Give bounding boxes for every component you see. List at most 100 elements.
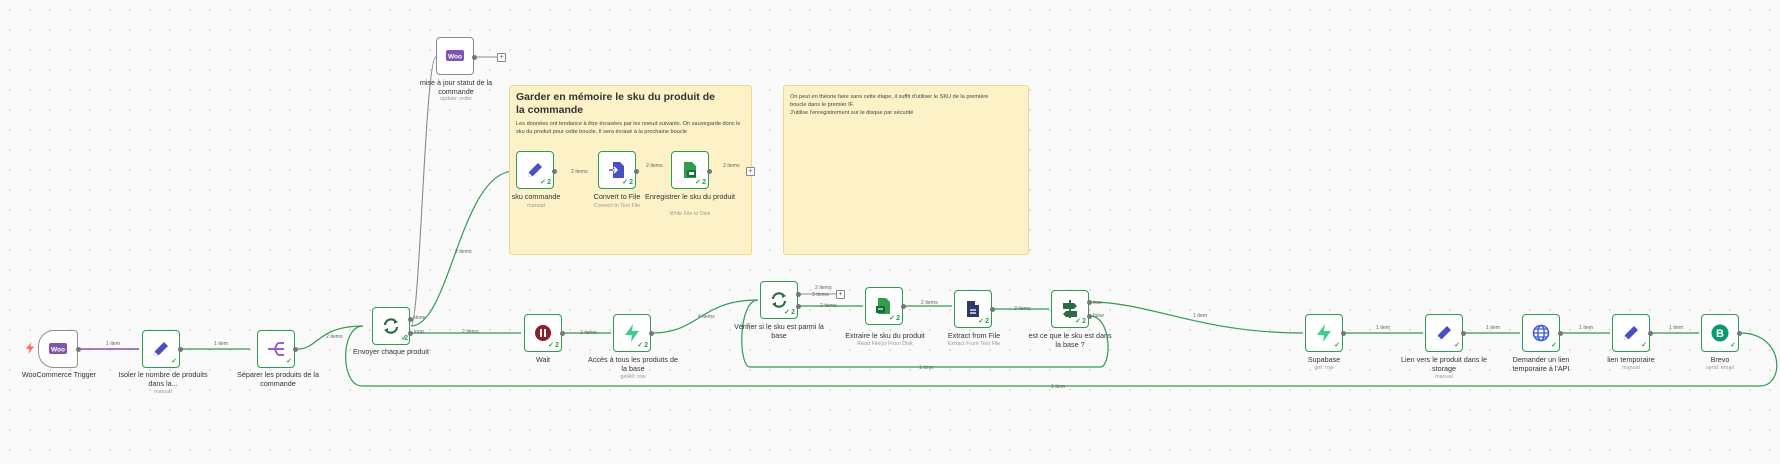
output-port-false[interactable]	[1087, 314, 1092, 319]
node-lien-produit[interactable]: ✓	[1425, 314, 1463, 352]
output-port-done[interactable]	[408, 317, 413, 322]
svg-text:Woo: Woo	[51, 347, 65, 354]
node-convert[interactable]: ✓ 2	[598, 151, 636, 189]
success-check-icon: ✓	[171, 358, 177, 365]
output-port[interactable]	[560, 331, 565, 336]
split-icon	[266, 339, 286, 359]
item-count: 2	[1082, 318, 1086, 325]
item-count: 2	[896, 315, 900, 322]
success-check-icon: ✓	[637, 342, 643, 349]
node-verifier[interactable]: ✓ 2	[760, 281, 798, 319]
add-node-button[interactable]: +	[497, 53, 506, 62]
add-node-button[interactable]: +	[746, 167, 755, 176]
node-subtitle: send: email	[1706, 365, 1734, 371]
read-file-icon	[874, 296, 894, 316]
edge-label: 1 item	[1669, 325, 1684, 331]
edge-label: 2 items	[326, 334, 343, 340]
output-port[interactable]	[293, 347, 298, 352]
pencil-icon	[525, 160, 545, 180]
loop-icon	[381, 316, 401, 336]
node-acces[interactable]: ✓ 2	[613, 314, 651, 352]
output-port-true[interactable]	[1087, 300, 1092, 305]
port-label-done: done	[414, 315, 426, 321]
woocommerce-icon: Woo	[445, 46, 465, 66]
node-demander[interactable]: ✓	[1522, 314, 1560, 352]
node-brevo[interactable]: B ✓	[1701, 314, 1739, 352]
output-port[interactable]	[634, 169, 639, 174]
loop-icon	[769, 290, 789, 310]
brevo-icon: B	[1710, 323, 1730, 343]
item-count: 2	[791, 309, 795, 316]
node-label: mise à jour statut de la commande	[419, 78, 493, 96]
output-port[interactable]	[990, 307, 995, 312]
node-extract[interactable]: ✓ 2	[954, 290, 992, 328]
sticky-body: On peut en théorie faire sans cette étap…	[790, 94, 989, 116]
node-subtitle: manual	[1435, 374, 1453, 380]
save-file-icon	[680, 160, 700, 180]
success-check-icon: ✓	[548, 342, 554, 349]
node-wait[interactable]: ✓ 2	[524, 314, 562, 352]
node-woocommerce-trigger[interactable]: Woo	[38, 330, 78, 368]
item-count: 2	[629, 179, 633, 186]
output-port[interactable]	[1558, 331, 1563, 336]
node-supabase[interactable]: ✓	[1305, 314, 1343, 352]
sticky-note-disk[interactable]: On peut en théorie faire sans cette étap…	[783, 85, 1029, 255]
node-envoyer[interactable]: ✓ 2	[372, 307, 410, 345]
port-label-true: true	[1093, 300, 1102, 306]
port-label-loop: loop	[414, 329, 424, 335]
output-port[interactable]	[178, 347, 183, 352]
node-maj-statut[interactable]: Woo	[436, 37, 474, 75]
supabase-icon	[622, 323, 642, 343]
connection-brevo-loop	[345, 325, 1778, 387]
output-port[interactable]	[1341, 331, 1346, 336]
node-subtitle: manual	[1622, 365, 1640, 371]
node-label: Enregistrer le sku du produit	[645, 192, 735, 201]
output-port[interactable]	[901, 304, 906, 309]
node-subtitle: Write File to Disk	[669, 211, 711, 217]
edge-label: 2 items	[820, 303, 837, 309]
output-port[interactable]	[1648, 331, 1653, 336]
edge-label: 1 item	[1376, 325, 1391, 331]
node-label: est ce que le sku est dans la base ?	[1028, 331, 1112, 349]
node-subtitle: get: row	[1314, 365, 1334, 371]
success-check-icon: ✓	[401, 335, 407, 342]
success-check-icon: ✓	[978, 318, 984, 325]
node-separer[interactable]: ✓	[257, 330, 295, 368]
output-port[interactable]	[1461, 331, 1466, 336]
item-count: 2	[985, 318, 989, 325]
node-est-ce[interactable]: ✓ 2	[1051, 290, 1089, 328]
output-port[interactable]	[1737, 331, 1742, 336]
success-check-icon: ✓	[1075, 318, 1081, 325]
edge-label: 1 item	[106, 341, 121, 347]
node-sku-commande[interactable]: ✓ 2	[516, 151, 554, 189]
output-port[interactable]	[649, 331, 654, 336]
add-node-button[interactable]: +	[836, 290, 845, 299]
edge-label: 2 items	[580, 330, 597, 336]
item-count: 2	[702, 179, 706, 186]
if-icon	[1060, 299, 1080, 319]
output-port[interactable]	[552, 169, 557, 174]
success-check-icon: ✓	[889, 315, 895, 322]
node-lien-temporaire[interactable]: ✓	[1612, 314, 1650, 352]
node-subtitle: manual	[154, 389, 172, 395]
node-label: Isoler le nombre de produits dans la...	[118, 370, 208, 388]
node-isoler[interactable]: ✓	[142, 330, 180, 368]
node-label: Séparer les produits de la commande	[237, 370, 319, 388]
edge-label: 1 item	[1193, 313, 1208, 319]
connection-estce-supabase	[1089, 301, 1304, 334]
output-port[interactable]	[707, 169, 712, 174]
output-port-done[interactable]	[796, 292, 801, 297]
connection-envoyer-sku	[410, 170, 515, 327]
node-enregistrer[interactable]: ✓ 2	[671, 151, 709, 189]
item-count: 2	[404, 335, 408, 342]
output-port-loop[interactable]	[408, 331, 413, 336]
node-label: Vérifier si le sku est parmi la base	[734, 322, 824, 340]
output-port-loop[interactable]	[796, 304, 801, 309]
output-port[interactable]	[76, 347, 81, 352]
node-label: Accès à tous les produits de la base	[588, 355, 678, 373]
output-port[interactable]	[472, 55, 477, 60]
node-subtitle: Read File(s) From Disk	[857, 341, 913, 347]
node-extraire[interactable]: ✓ 2	[865, 287, 903, 325]
node-label: Extraire le sku du produit	[845, 331, 925, 340]
